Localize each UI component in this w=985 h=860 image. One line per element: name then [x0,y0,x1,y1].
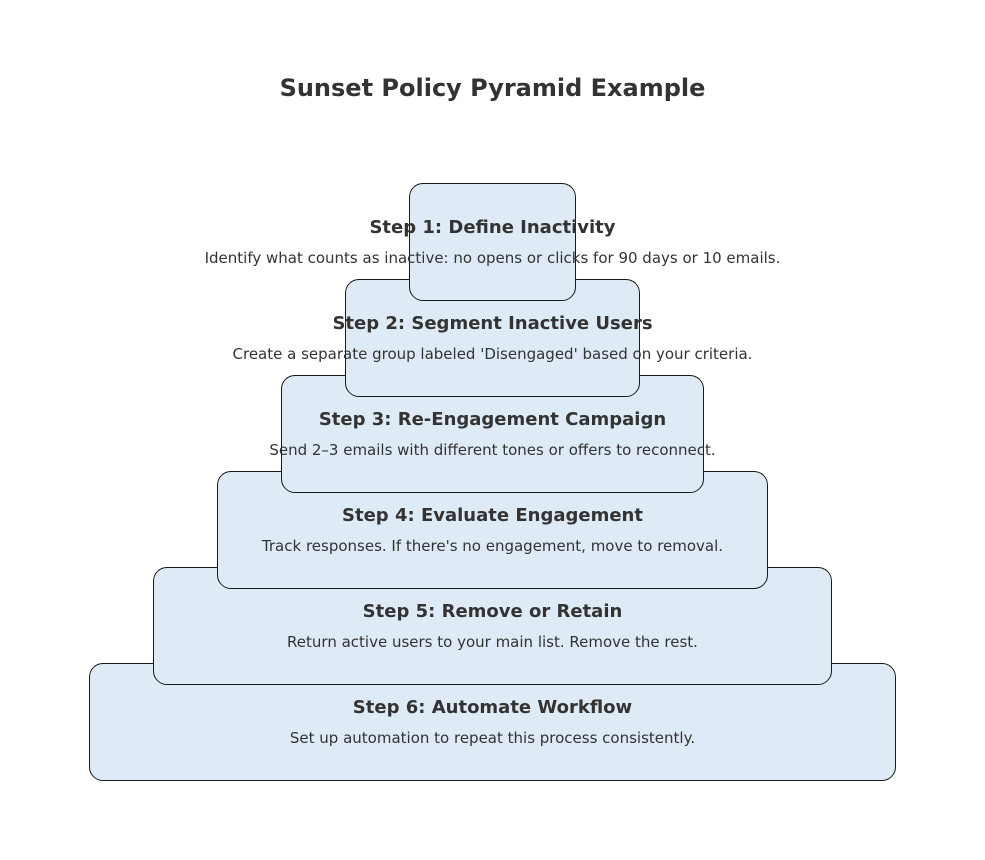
step-3-title: Step 3: Re-Engagement Campaign [318,409,667,430]
step-5-description: Return active users to your main list. R… [287,633,698,651]
step-1-description: Identify what counts as inactive: no ope… [204,249,781,267]
step-6-title: Step 6: Automate Workflow [352,697,633,718]
diagram-title: Sunset Policy Pyramid Example [279,74,706,102]
step-6-description: Set up automation to repeat this process… [289,729,696,747]
step-2-title: Step 2: Segment Inactive Users [332,313,653,334]
step-2-description: Create a separate group labeled 'Disenga… [232,345,753,363]
step-5-title: Step 5: Remove or Retain [362,601,623,622]
step-4-description: Track responses. If there's no engagemen… [261,537,724,555]
pyramid-tier-1 [409,183,576,301]
step-1-title: Step 1: Define Inactivity [369,217,616,238]
step-3-description: Send 2–3 emails with different tones or … [269,441,716,459]
step-4-title: Step 4: Evaluate Engagement [342,505,643,526]
